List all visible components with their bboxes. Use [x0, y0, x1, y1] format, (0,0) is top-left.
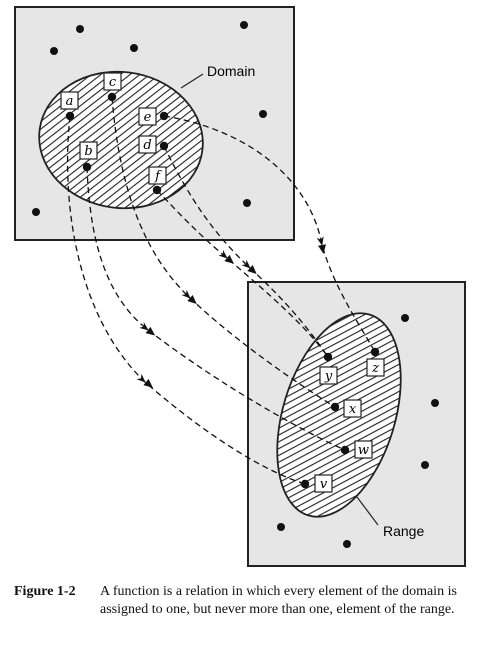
point-e: [159, 111, 169, 121]
range-label: Range: [383, 523, 424, 539]
arrowhead-b: [145, 326, 156, 336]
arrowhead-e: [318, 244, 326, 254]
svg-text:e: e: [144, 110, 152, 125]
label-box-x: x: [343, 399, 362, 418]
figure-number: Figure 1-2: [14, 584, 76, 599]
mapping-curve-c-x: [111, 96, 336, 408]
function-diagram: a b c d e f v w x y z Domain: [14, 6, 466, 567]
mapping-curve-e-z: [163, 115, 376, 353]
mapping-curve-f-y: [156, 189, 329, 358]
mapping-curve-b-w: [86, 166, 346, 451]
point-c: [107, 92, 117, 102]
point-w: [340, 445, 350, 455]
svg-text:b: b: [84, 144, 92, 159]
svg-text:x: x: [349, 402, 357, 417]
point-z: [370, 347, 380, 357]
label-box-w: w: [354, 440, 373, 459]
point-v: [300, 479, 310, 489]
range-outside-dots: [277, 314, 439, 548]
arrowhead-c: [187, 295, 197, 305]
mapping-curve-d-y: [163, 145, 329, 358]
domain-leader-line: [180, 73, 204, 89]
svg-text:f: f: [154, 169, 162, 184]
label-box-e: e: [138, 107, 157, 126]
svg-text:v: v: [320, 477, 328, 492]
arrowhead-d: [247, 265, 257, 275]
arrowhead-f: [224, 254, 234, 264]
point-b: [82, 162, 92, 172]
label-box-c: c: [103, 72, 122, 91]
label-box-z: z: [366, 358, 385, 377]
label-box-a: a: [60, 91, 79, 110]
point-a: [65, 111, 75, 121]
label-box-y: y: [319, 366, 338, 385]
point-f: [152, 185, 162, 195]
label-box-b: b: [79, 141, 98, 160]
label-box-d: d: [138, 135, 157, 154]
svg-text:d: d: [143, 138, 151, 153]
svg-text:z: z: [371, 361, 379, 376]
range-leader-line: [356, 496, 379, 526]
label-box-f: f: [148, 166, 167, 185]
point-y: [323, 352, 333, 362]
arrowhead-a: [143, 378, 153, 388]
point-x: [330, 402, 340, 412]
mapping-curve-a-v: [66, 115, 306, 485]
domain-outside-dots: [32, 21, 267, 216]
figure-caption: Figure 1-2 A function is a relation in w…: [14, 583, 484, 619]
svg-text:a: a: [66, 94, 74, 109]
point-d: [159, 141, 169, 151]
domain-label: Domain: [207, 63, 255, 79]
svg-text:w: w: [358, 443, 369, 458]
label-box-v: v: [314, 474, 333, 493]
svg-text:y: y: [324, 369, 333, 384]
figure-caption-text: A function is a relation in which every …: [100, 584, 457, 617]
svg-text:c: c: [109, 75, 117, 90]
